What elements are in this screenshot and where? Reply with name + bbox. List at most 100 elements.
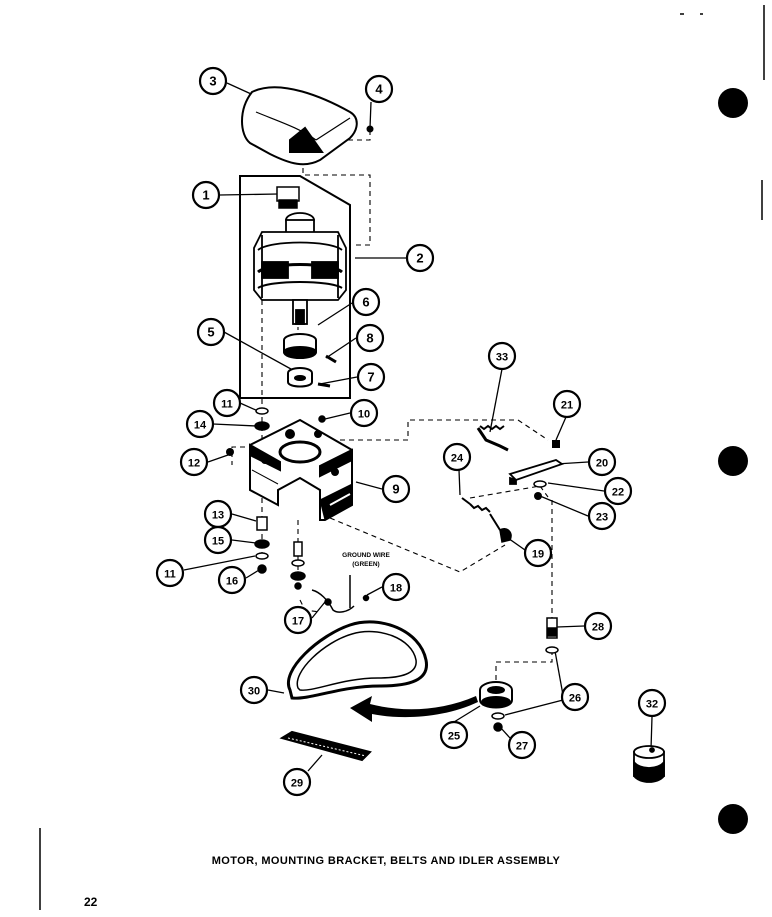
lower-pulley xyxy=(287,367,313,388)
callout-number: 25 xyxy=(448,731,460,743)
nut-part-27 xyxy=(491,712,505,732)
leader-lines xyxy=(183,82,653,772)
screw-part-4 xyxy=(366,125,374,133)
callout-number: 1 xyxy=(202,188,209,203)
callout-c24: 24 xyxy=(442,442,472,472)
callout-number: 11 xyxy=(164,569,176,581)
callout-c32: 32 xyxy=(637,688,667,718)
callout-number: 27 xyxy=(516,741,528,753)
callout-c20: 20 xyxy=(587,447,617,477)
callout-c26: 26 xyxy=(560,682,590,712)
callout-number: 5 xyxy=(207,325,214,340)
page-number: 22 xyxy=(84,895,98,909)
callout-c11a: 11 xyxy=(212,388,242,418)
mounting-bracket xyxy=(249,418,353,521)
callout-c8: 8 xyxy=(355,323,385,353)
set-screw-7 xyxy=(317,382,331,388)
callout-c10: 10 xyxy=(349,398,379,428)
spacer-stack-left xyxy=(254,516,270,574)
nut-part-23 xyxy=(534,492,542,500)
callout-number: 22 xyxy=(612,487,624,499)
direction-arrow xyxy=(350,696,478,722)
callout-number: 20 xyxy=(596,458,608,470)
callout-number: 11 xyxy=(221,399,233,411)
callout-c14: 14 xyxy=(185,409,215,439)
callout-c33: 33 xyxy=(487,341,517,371)
callout-number: 3 xyxy=(209,74,216,89)
motor-cover xyxy=(241,86,358,166)
clip-part-19 xyxy=(499,528,512,543)
callout-c7: 7 xyxy=(356,362,386,392)
spring-part-33 xyxy=(476,424,509,452)
nut-part-21 xyxy=(552,440,560,448)
bolt-part-12 xyxy=(226,448,234,456)
callout-number: 21 xyxy=(561,400,573,412)
callout-number: 8 xyxy=(366,331,373,346)
washer-part-26 xyxy=(545,646,559,654)
callout-number: 18 xyxy=(390,583,402,595)
ground-wire-label: GROUND WIRE xyxy=(342,552,390,559)
callout-c6: 6 xyxy=(351,287,381,317)
callout-number: 12 xyxy=(188,458,200,470)
drive-belt xyxy=(286,620,428,700)
callout-c13: 13 xyxy=(203,499,233,529)
callout-c11b: 11 xyxy=(155,558,185,588)
callout-c16: 16 xyxy=(217,565,247,595)
callout-number: 9 xyxy=(392,482,399,497)
callout-number: 26 xyxy=(569,693,581,705)
callout-c30: 30 xyxy=(239,675,269,705)
callout-c17: 17 xyxy=(283,605,313,635)
callout-number: 24 xyxy=(451,453,464,465)
spacer-stack-center xyxy=(290,541,306,590)
capacitor xyxy=(633,745,665,783)
motor-pulley xyxy=(283,333,317,359)
callout-number: 33 xyxy=(496,352,508,364)
binder-hole xyxy=(718,446,748,476)
callout-c25: 25 xyxy=(439,720,469,750)
motor-outline-box xyxy=(239,175,351,399)
washer-part-22 xyxy=(533,480,547,488)
callout-c15: 15 xyxy=(203,525,233,555)
callout-c5: 5 xyxy=(196,317,226,347)
callout-number: 2 xyxy=(416,251,423,266)
callout-c19: 19 xyxy=(523,538,553,568)
callout-c4: 4 xyxy=(364,74,394,104)
small-belt xyxy=(279,730,372,762)
callout-number: 6 xyxy=(362,295,369,310)
dashed-lines xyxy=(231,130,553,690)
callout-number: 17 xyxy=(292,616,304,628)
callout-number: 28 xyxy=(592,622,604,634)
ground-wire xyxy=(311,575,370,613)
callout-c29: 29 xyxy=(282,767,312,797)
binder-hole xyxy=(718,88,748,118)
callout-c2: 2 xyxy=(405,243,435,273)
ground-wire-color-label: (GREEN) xyxy=(352,561,379,568)
callout-number: 4 xyxy=(375,82,383,97)
callout-c22: 22 xyxy=(603,476,633,506)
callout-c12: 12 xyxy=(179,447,209,477)
callout-c23: 23 xyxy=(587,501,617,531)
callout-number: 16 xyxy=(226,576,238,588)
callout-c28: 28 xyxy=(583,611,613,641)
callout-number: 30 xyxy=(248,686,260,698)
callout-number: 29 xyxy=(291,778,303,790)
spring-part-24 xyxy=(461,497,501,531)
diagram-title: MOTOR, MOUNTING BRACKET, BELTS AND IDLER… xyxy=(211,855,561,867)
idler-arm xyxy=(508,459,565,485)
washers-upper xyxy=(254,407,326,431)
callout-number: 19 xyxy=(532,549,544,561)
callout-number: 32 xyxy=(646,699,658,711)
callout-c9: 9 xyxy=(381,474,411,504)
motor-switch xyxy=(276,186,300,209)
binder-hole xyxy=(718,804,748,834)
callout-number: 23 xyxy=(596,512,608,524)
callout-number: 14 xyxy=(194,420,207,432)
idler-shaft xyxy=(546,617,558,639)
callout-number: 15 xyxy=(212,536,224,548)
callout-c18: 18 xyxy=(381,572,411,602)
callout-c1: 1 xyxy=(191,180,221,210)
callout-number: 7 xyxy=(367,370,374,385)
callout-c21: 21 xyxy=(552,389,582,419)
